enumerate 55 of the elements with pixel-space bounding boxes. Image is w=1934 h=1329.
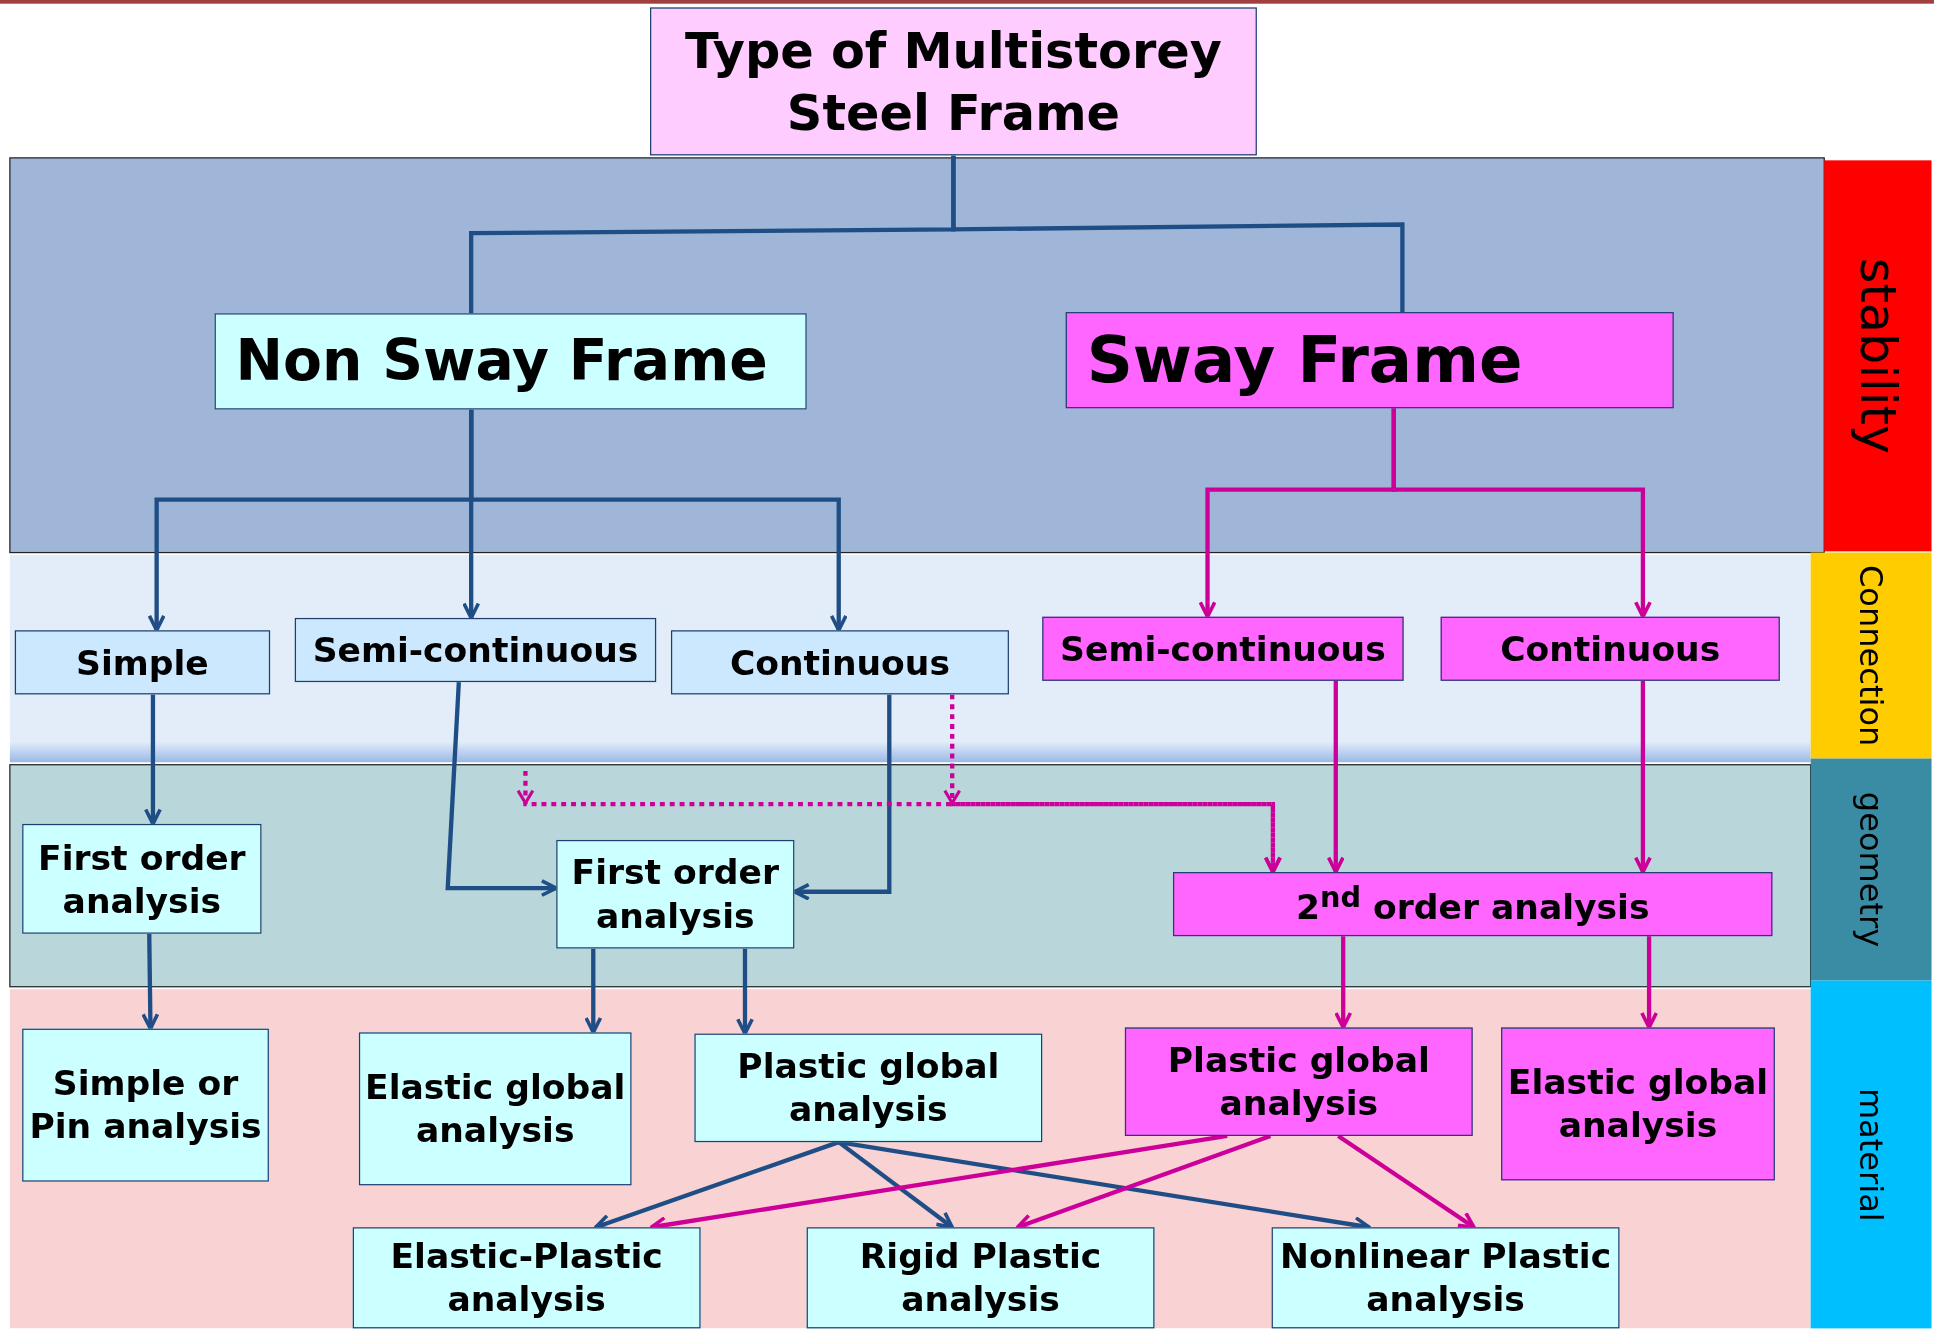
- process-box: [22, 1028, 269, 1182]
- arrow: [736, 948, 754, 1036]
- box-label: Elastic global analysis: [1506, 1060, 1770, 1148]
- box-label: First order analysis: [570, 851, 781, 938]
- category-band: [1824, 160, 1932, 552]
- process-box: [1124, 1027, 1473, 1136]
- arrow: [792, 694, 892, 901]
- box-label: Type of Multistorey Steel Frame: [684, 21, 1223, 143]
- arrow: [1326, 680, 1345, 874]
- box-label: Plastic global analysis: [736, 1044, 1001, 1132]
- category-band: [1810, 552, 1932, 759]
- box-label: Rigid Plastic analysis: [858, 1234, 1103, 1321]
- process-box: [352, 1227, 701, 1329]
- process-box: [14, 630, 271, 695]
- process-box: [22, 823, 262, 934]
- category-band: [1810, 980, 1932, 1329]
- band-label: Connection: [1851, 564, 1891, 747]
- process-box: [556, 839, 795, 949]
- process-box: [214, 313, 807, 410]
- arrow: [143, 694, 162, 826]
- process-box: [1065, 312, 1674, 409]
- box-label: Continuous: [1500, 627, 1721, 671]
- arrow: [1391, 408, 1652, 619]
- process-box: [650, 7, 1257, 156]
- process-box: [294, 617, 657, 683]
- box-label: 2$^{nd}$ order analysis: [1295, 879, 1650, 929]
- box-label: Simple: [76, 641, 209, 684]
- process-box: [1173, 872, 1773, 937]
- process-box: [1501, 1027, 1775, 1181]
- box-label: Elastic-Plastic analysis: [389, 1234, 664, 1321]
- box-label: Plastic global analysis: [1166, 1038, 1431, 1125]
- box-label: Sway Frame: [1086, 321, 1523, 399]
- process-box: [806, 1227, 1155, 1329]
- process-box: [358, 1032, 632, 1186]
- arrow: [141, 933, 160, 1031]
- dotted-arrow: [523, 770, 1282, 874]
- process-box: [1440, 616, 1780, 681]
- box-label: Continuous: [729, 641, 950, 684]
- process-box: [1271, 1227, 1620, 1329]
- box-label: Simple or Pin analysis: [28, 1062, 263, 1149]
- box-label: Non Sway Frame: [235, 326, 768, 396]
- connector-line: [951, 155, 1405, 313]
- box-label: Elastic global analysis: [364, 1065, 627, 1152]
- box-label: Nonlinear Plastic analysis: [1279, 1234, 1613, 1321]
- category-band: [1810, 758, 1932, 981]
- box-label: Semi-continuous: [1060, 627, 1386, 671]
- arrow: [1633, 680, 1652, 874]
- band-label: stability: [1848, 257, 1908, 454]
- process-box: [694, 1033, 1043, 1143]
- band-label: geometry: [1851, 791, 1891, 948]
- process-box: [1042, 616, 1404, 681]
- box-label: First order analysis: [37, 835, 247, 922]
- band-label: material: [1851, 1087, 1891, 1222]
- process-box: [671, 630, 1009, 695]
- box-label: Semi-continuous: [312, 628, 639, 672]
